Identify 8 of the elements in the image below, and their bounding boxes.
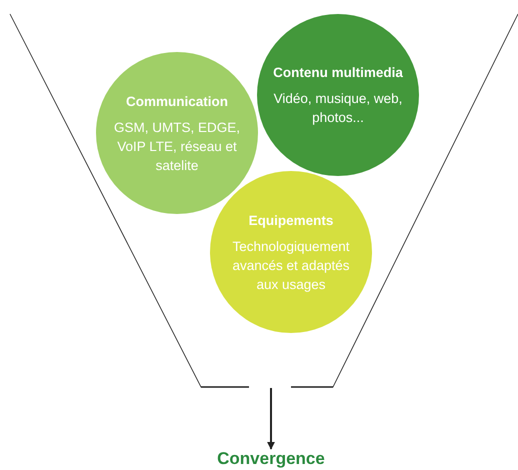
arrow: [267, 388, 275, 450]
circle-heading: Communication: [126, 92, 228, 110]
circle-description: GSM, UMTS, EDGE, VoIP LTE, réseau et satelite: [112, 118, 241, 174]
circle-description: Vidéo, musique, web, photos...: [272, 90, 404, 127]
circle-description: Technologiquement avancés et adaptés aux usages: [231, 238, 351, 294]
result-label: Convergence: [191, 449, 351, 469]
circle-heading: Equipements: [248, 212, 334, 230]
circle-heading: Contenu multimedia: [273, 64, 403, 82]
